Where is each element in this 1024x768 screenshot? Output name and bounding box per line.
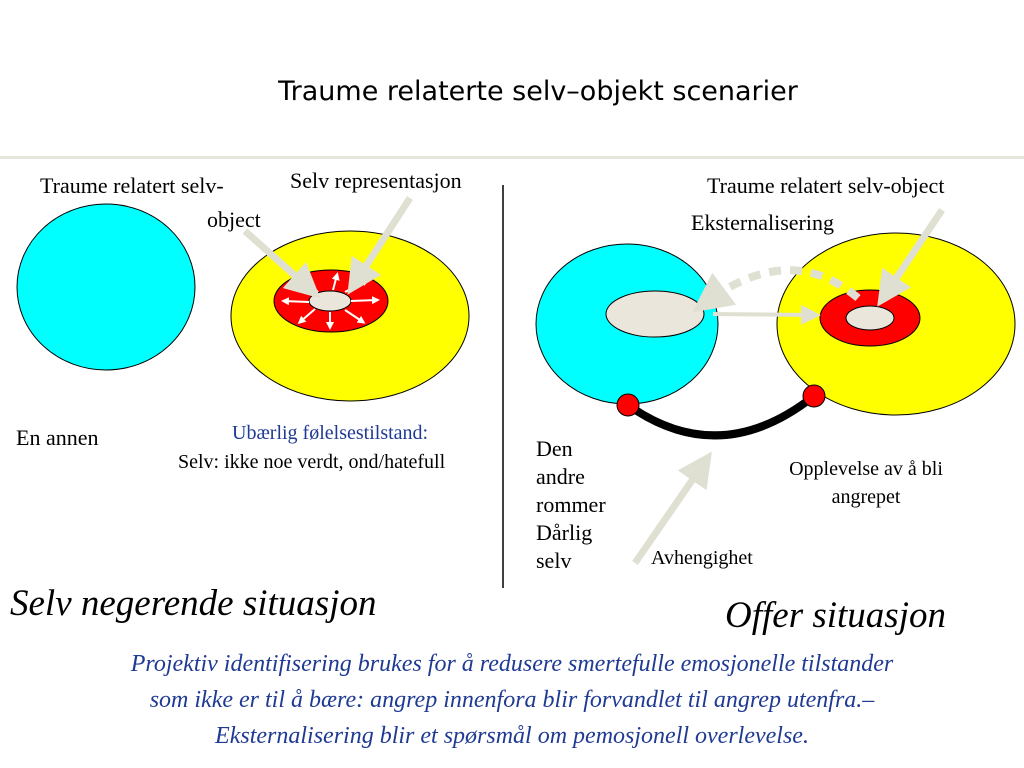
caption: Projektiv identifisering brukes for å re… (0, 646, 1024, 754)
experience-line: Opplevelse av å bli (789, 458, 943, 480)
arrow-dependency (632, 451, 712, 565)
experience-line: angrepet (831, 486, 901, 508)
caption-line: Eksternalisering blir et spørsmål om pem… (215, 723, 809, 749)
arrow-self-representation (347, 196, 413, 295)
bond-node-right (802, 384, 826, 408)
caption-line: som ikke er til å bære: angrep innenfora… (149, 687, 875, 713)
trauma-object-label-left: Traume relatert selv- (40, 173, 224, 198)
bond-node-left (616, 393, 640, 417)
self-core-right (845, 305, 895, 331)
other-carries-line: rommer (536, 492, 606, 517)
caption-line: Projektiv identifisering brukes for å re… (130, 651, 894, 677)
other-carries-line: Den (536, 436, 573, 461)
self-representation-label: Selv representasjon (290, 168, 462, 193)
trauma-object-label-right: Traume relatert selv-object (707, 173, 945, 198)
dependency-label: Avhengighet (651, 547, 753, 569)
arrow-trauma-object-left (242, 228, 321, 299)
other-carries-line: selv (536, 548, 572, 573)
experience-label: Opplevelse av å bli angrepet (766, 455, 966, 511)
other-label: En annen (16, 425, 99, 450)
projected-self-core (605, 290, 705, 338)
situation-heading-right: Offer situasjon (725, 595, 946, 636)
title-divider (0, 156, 1024, 159)
dependency-bond (625, 392, 817, 440)
externalization-label: Eksternalisering (691, 210, 834, 235)
self-core (308, 290, 352, 312)
state-label-self: Selv: ikke noe verdt, ond/hatefull (178, 451, 446, 473)
arrow-trauma-object-right (877, 208, 945, 307)
other-carries-line: andre (536, 464, 585, 489)
other-circle (16, 203, 196, 371)
trauma-object-label-left-cont: object (207, 207, 261, 232)
other-carries-line: Dårlig (536, 520, 593, 545)
situation-heading-left: Selv negerende situasjon (10, 583, 377, 624)
state-label: Ubærlig følelsestilstand: (232, 422, 429, 444)
arrow-to-trauma-ring (712, 304, 821, 325)
other-carries-bad-self-label: Den andre rommer Dårlig selv (536, 435, 606, 575)
page-title: Traume relaterte selv–objekt scenarier (278, 76, 798, 107)
